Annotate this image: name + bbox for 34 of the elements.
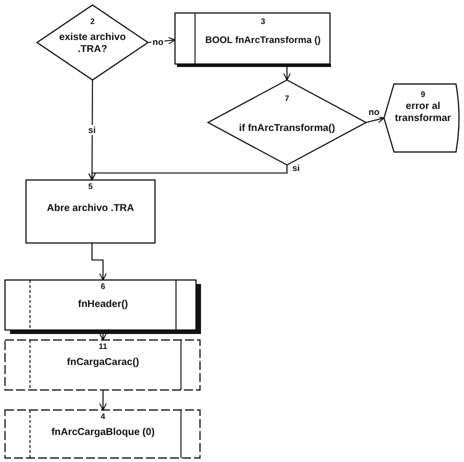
step-number: 11	[98, 342, 108, 352]
edge-label: no	[368, 107, 380, 117]
step-number: 7	[284, 94, 290, 104]
step-number: 9	[420, 90, 426, 100]
arrow	[91, 243, 107, 280]
arrow	[366, 116, 384, 124]
node-label: error al transformar	[394, 101, 452, 124]
step-number: 3	[260, 17, 266, 26]
node-label: if fnArcTransforma()	[238, 123, 336, 135]
arrow	[99, 390, 107, 410]
arrow	[283, 67, 291, 80]
step-number: 6	[100, 282, 106, 292]
step-number: 4	[100, 412, 106, 422]
process-box	[5, 280, 201, 334]
node-label: fnCargaCarac()	[66, 357, 140, 369]
terminal-hexagon	[384, 84, 462, 152]
process-box	[5, 410, 201, 458]
arrow	[88, 165, 288, 180]
node-label: fnArcCargaBloque (0)	[51, 427, 155, 439]
step-number: 2	[90, 17, 95, 26]
decision-diamond	[208, 80, 366, 165]
process-box	[26, 180, 155, 243]
node-label: BOOL fnArcTransforma ()	[205, 36, 321, 48]
edge-label: si	[87, 125, 97, 135]
process-box	[175, 13, 331, 67]
node-label: existe archivo .TRA?	[58, 32, 127, 56]
step-number: 5	[88, 182, 93, 192]
node-label: fnHeader()	[78, 299, 128, 311]
arrow	[99, 332, 107, 340]
decision-diamond	[37, 5, 148, 80]
node-label: Abre archivo .TRA	[46, 203, 134, 215]
edge-label: no	[152, 37, 164, 47]
process-box	[5, 340, 201, 390]
edge-label: si	[291, 163, 301, 173]
